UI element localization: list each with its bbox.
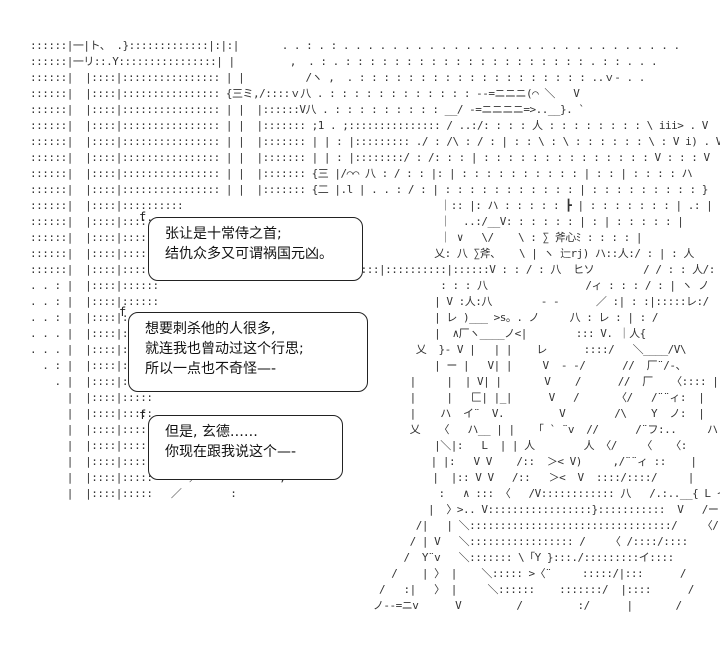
- art-row: ::::::| |::::|:::::::::::::::: | | /ヽ , …: [30, 71, 645, 84]
- art-row: | |::::|::::: ／ ゛ | |: V V /:: ＞< V) ,/¨…: [30, 455, 697, 468]
- ascii-art-illustration: ::::::|⼀|ト、 .}:::::::::::::|:|:| . . : .…: [30, 30, 720, 650]
- art-row: ::::::| |::::|:::::::::: 乂: 八 ∑斧、 \ | ヽ …: [30, 247, 694, 260]
- art-row: . . . | |::::|::::: . 乂 }- V | | | レ :::…: [30, 343, 687, 356]
- art-row: ::::::| |::::|:::::::::: ｜ ..:/__V: : : …: [30, 215, 684, 228]
- art-row: ::::::| |::::|:::::::::::::::: | | |::::…: [30, 167, 693, 180]
- art-row: ::::::| |::::|:::::|::::::::|::|::::::::…: [30, 263, 720, 276]
- art-row: ::::::| |::::|:::::::::::::::: | | |::::…: [30, 119, 708, 132]
- bubble-tail-mark: f: [139, 408, 147, 422]
- bubble-3-line-2: 你现在跟我说这个—-: [165, 444, 297, 460]
- art-row: / | 〉 | ＼::::: >〈¨ :::::/|::: /: [30, 567, 687, 580]
- art-row: | |::::|::::: | | 匚| |_| V / 〈/ /¨¨ィ: |: [30, 391, 705, 404]
- art-row: | |::::|::::: | ハ イ¨ V. V /\ Y ノ: |: [30, 407, 705, 420]
- art-row: . . : | |::::|:::::: | V :人:八 - - ／ :| :…: [30, 295, 709, 308]
- bubble-2-line-3: 所以一点也不奇怪—-: [145, 361, 277, 377]
- bubble-1-line-1: 张让是十常侍之首;: [165, 226, 282, 242]
- art-row: ノ--=ニv V / :/ | /: [30, 599, 682, 612]
- bubble-2-line-1: 想要刺杀他的人很多,: [145, 321, 276, 337]
- art-row: | |::::|::::: 乂 〈 ハ__ | | 「 ` ¨v // /¨フ:…: [30, 423, 718, 436]
- bubble-1-line-2: 结仇众多又可谓祸国元凶。: [165, 246, 333, 262]
- art-row: ::::::|⼀|ト、 .}:::::::::::::|:|:| . . : .…: [30, 39, 680, 52]
- art-row: ::::::| |::::|:::::::::::::::: | | |::::…: [30, 183, 708, 196]
- bubble-3-line-1: 但是, 玄德……: [165, 424, 258, 440]
- speech-bubble-3: f 但是, 玄德…… 你现在跟我说这个—-: [139, 408, 343, 480]
- art-row: . | |::::|::::: | | | V| | V / // 厂 〈:::…: [30, 375, 719, 388]
- art-row: /| | ＼:::::::::::::::::::::::::::::::::/…: [415, 519, 720, 532]
- art-row: / | V ＼::::::::::::::::: / 〈 /::::/:::: …: [30, 535, 720, 548]
- art-row: | |::::|::::: |/ |＼|: L | | 人 人 〈/ 〈 〈: …: [30, 439, 720, 452]
- speech-bubble-2: f 想要刺杀他的人很多, 就连我也曾动过这个行思; 所以一点也不奇怪—-: [119, 305, 368, 392]
- bubble-2-line-2: 就连我也曾动过这个行思;: [145, 341, 304, 357]
- bubble-tail-mark: f: [119, 305, 127, 319]
- art-row: ::::::| |::::|:::::::::::::::: | | |::::…: [30, 151, 710, 164]
- art-row: ::::::| |::::|:::::::::::::::: | | |::::…: [30, 103, 585, 116]
- art-row: ::::::| |::::|:::::::::: ｜ ∨ \/ \ : ∑ 斧心…: [30, 231, 643, 244]
- art-row: ::::::|⼀リ::.Y::::::::::::::::| | , . : .…: [30, 55, 658, 68]
- art-row: ::::::| |::::|:::::::::::::::: | | |::::…: [30, 135, 720, 148]
- art-row: / :| 〉 | ＼:::::: :::::::/ |:::: /: [30, 583, 694, 596]
- bubble-tail-mark: f: [139, 210, 147, 224]
- art-row: / Y¨v ＼::::::: \「Y }:::./:::::::::イ:::: …: [30, 551, 720, 564]
- art-row: . . . | |::::|:::::: | ∧厂ヽ____ノ<| ::: V.…: [30, 327, 646, 340]
- art-row: ::::::| |::::|:::::::::::::::: {三ミ,/::::…: [30, 87, 580, 100]
- art-row: | |::::|::::: ／ : : ∧ ::: 〈 /V::::::::::…: [30, 487, 720, 500]
- art-row: ::::::| |::::|:::::::::: ｜:: |: ハ : : : …: [30, 199, 713, 212]
- speech-bubble-1: f 张让是十常侍之首; 结仇众多又可谓祸国元凶。: [139, 210, 363, 281]
- art-row: | |::::|::::: ／ , | |:: V V /:: ＞< V :::…: [30, 471, 695, 484]
- art-row: | 〉>.. V:::::::::::::::::}::::::::::: V …: [30, 503, 720, 516]
- art-row: . . : | |::::|:::::: : : : 八 /ィ : : : / …: [30, 279, 709, 292]
- art-row: . . : | |::::|:::::: | レ )___ >s。. ノ 八 :…: [30, 311, 659, 324]
